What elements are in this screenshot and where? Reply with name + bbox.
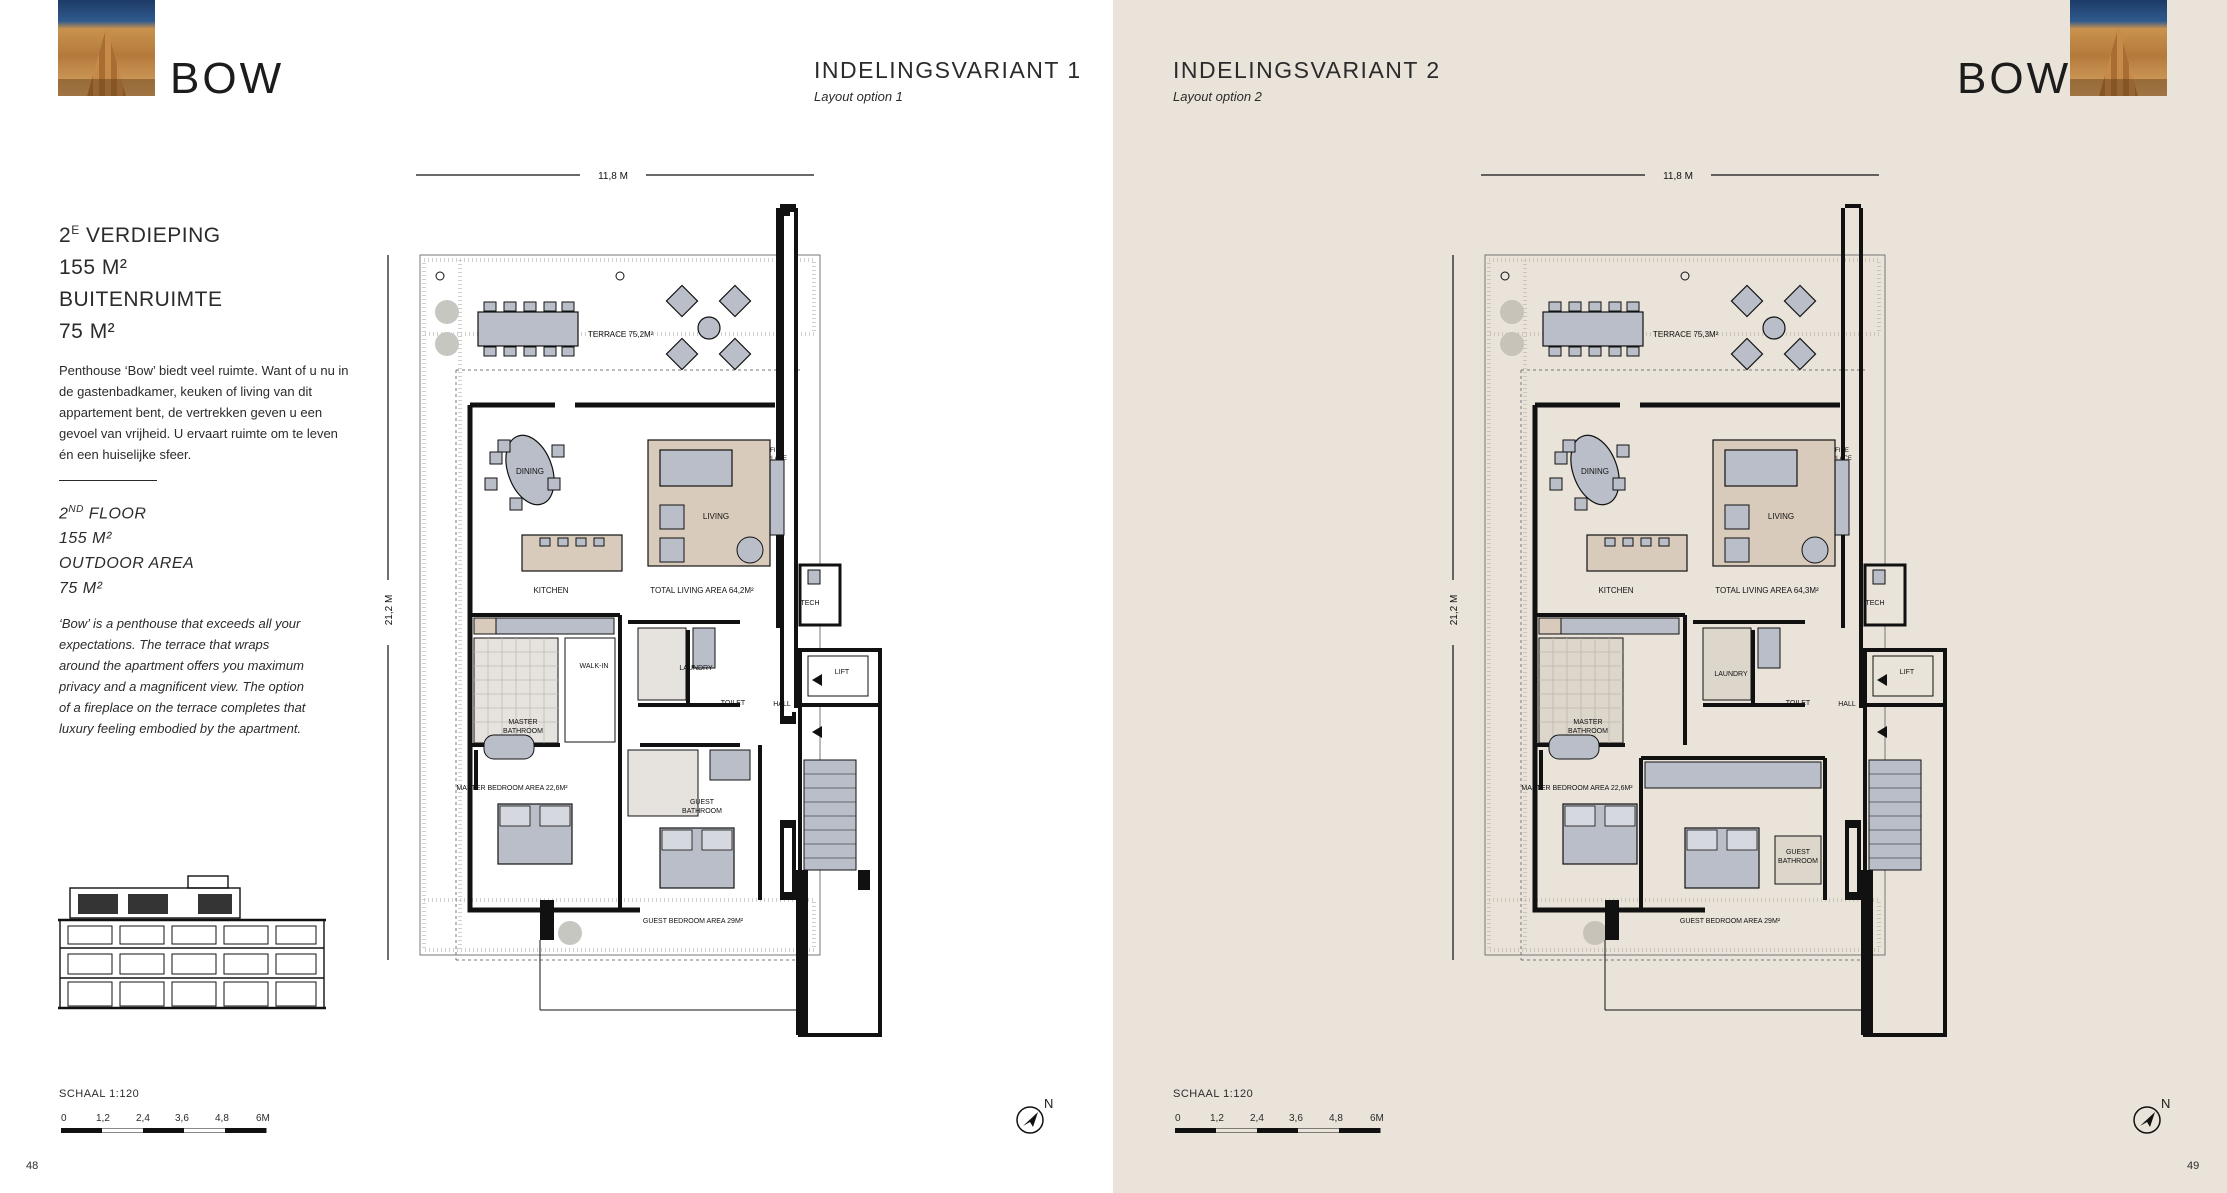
width-dimension: 11,8 M [598,171,628,182]
page-number: 48 [26,1160,39,1172]
master-bath-label-1: MASTER [1573,719,1602,726]
living-label: LIVING [703,512,729,521]
area-line-en: 155 M² [59,530,112,548]
width-dimension: 11,8 M [1663,171,1693,182]
height-dimension: 21,2 M [1449,595,1460,626]
lift-label: LIFT [1900,669,1915,676]
fireplace-label-2: PLACE [1832,456,1852,462]
variant-subtitle: Layout option 1 [814,89,903,104]
master-bedroom-label: MASTER BEDROOM AREA 22,6M² [456,785,568,792]
description-nl: Penthouse ‘Bow’ biedt veel ruimte. Want … [59,363,349,462]
scale-label: SCHAAL 1:120 [1173,1088,1254,1100]
floor-plan-variant-1: 11,8 M 21,2 M TERRACE 75,2M² [380,160,940,1040]
building-elevation-drawing [58,875,326,1010]
boat-deck-photo [58,0,155,96]
height-dimension: 21,2 M [384,595,395,626]
floor-line-en: 2ND FLOOR [59,504,147,523]
floor-plan-variant-2: 11,8 M 21,2 M TERRACE 75,3M² [1445,160,2005,1040]
right-page: BOW INDELINGSVARIANT 2 Layout option 2 S… [1113,0,2227,1193]
guest-bath-label-1: GUEST [1786,849,1811,856]
boat-deck-photo [2070,0,2167,96]
guest-bath-label-2: BATHROOM [1778,858,1818,865]
master-bath-label-1: MASTER [508,719,537,726]
north-arrow-icon [2133,1106,2161,1134]
terrace-label: TERRACE 75,3M² [1653,330,1719,339]
variant-title: INDELINGSVARIANT 1 [814,57,1082,83]
master-bath-label-2: BATHROOM [503,728,543,735]
area-line: 155 M² [59,256,128,279]
brand-title: BOW [1957,54,2072,103]
spec-nl: 2E VERDIEPING 155 M² BUITENRUIMTE 75 M² [59,214,223,348]
spec-en: 2ND FLOOR 155 M² OUTDOOR AREA 75 M² [59,497,194,601]
description-en: ‘Bow’ is a penthouse that exceeds all yo… [59,616,306,736]
kitchen-label: KITCHEN [533,586,568,595]
toilet-label: TOILET [721,700,746,707]
north-label: N [2161,1096,2171,1111]
walk-in-label: WALK-IN [580,663,609,670]
variant-title: INDELINGSVARIANT 2 [1173,57,1441,83]
floor-line: 2E VERDIEPING [59,223,221,247]
terrace-label: TERRACE 75,2M² [588,330,654,339]
scale-bar [61,1128,267,1133]
fireplace-label-1: FIRE [1835,448,1849,454]
scale-label: SCHAAL 1:120 [59,1088,140,1100]
outdoor-label: BUITENRUIMTE [59,288,223,311]
master-bedroom-label: MASTER BEDROOM AREA 22,6M² [1521,785,1633,792]
outdoor-area-en: 75 M² [59,580,103,598]
fireplace-label-1: FIRE [770,448,784,454]
floor-plan-drawing: 11,8 M 21,2 M TERRACE 75,2M² [384,171,882,1037]
guest-bedroom-label: GUEST BEDROOM AREA 29M² [643,918,744,925]
north-arrow-icon [1016,1106,1044,1134]
fireplace-label-2: PLACE [767,456,787,462]
tech-label: TECH [800,600,819,607]
kitchen-label: KITCHEN [1598,586,1633,595]
north-label: N [1044,1096,1054,1111]
dining-label: DINING [516,467,544,476]
brand-title: BOW [170,54,285,103]
lift-label: LIFT [835,669,850,676]
variant-subtitle: Layout option 2 [1173,89,1262,104]
guest-bedroom-label: GUEST BEDROOM AREA 29M² [1680,918,1781,925]
tech-label: TECH [1865,600,1884,607]
hall-label: HALL [1838,701,1856,708]
master-bath-label-2: BATHROOM [1568,728,1608,735]
hall-label: HALL [773,701,791,708]
left-page: BOW INDELINGSVARIANT 1 Layout option 1 2… [0,0,1113,1193]
dining-label: DINING [1581,467,1609,476]
outdoor-label-en: OUTDOOR AREA [59,555,195,573]
toilet-label: TOILET [1786,700,1811,707]
total-living-label: TOTAL LIVING AREA 64,3M² [1715,586,1819,595]
guest-bath-label-1: GUEST [690,799,715,806]
total-living-label: TOTAL LIVING AREA 64,2M² [650,586,754,595]
outdoor-area: 75 M² [59,320,116,343]
guest-bath-label-2: BATHROOM [682,808,722,815]
living-label: LIVING [1768,512,1794,521]
laundry-label: LAUNDRY [1714,671,1748,678]
page-number: 49 [2187,1160,2200,1172]
laundry-label: LAUNDRY [679,665,713,672]
divider [59,480,157,481]
scale-bar [1175,1128,1381,1133]
floor-plan-drawing: 11,8 M 21,2 M TERRACE 75,3M² [1449,171,1947,1037]
